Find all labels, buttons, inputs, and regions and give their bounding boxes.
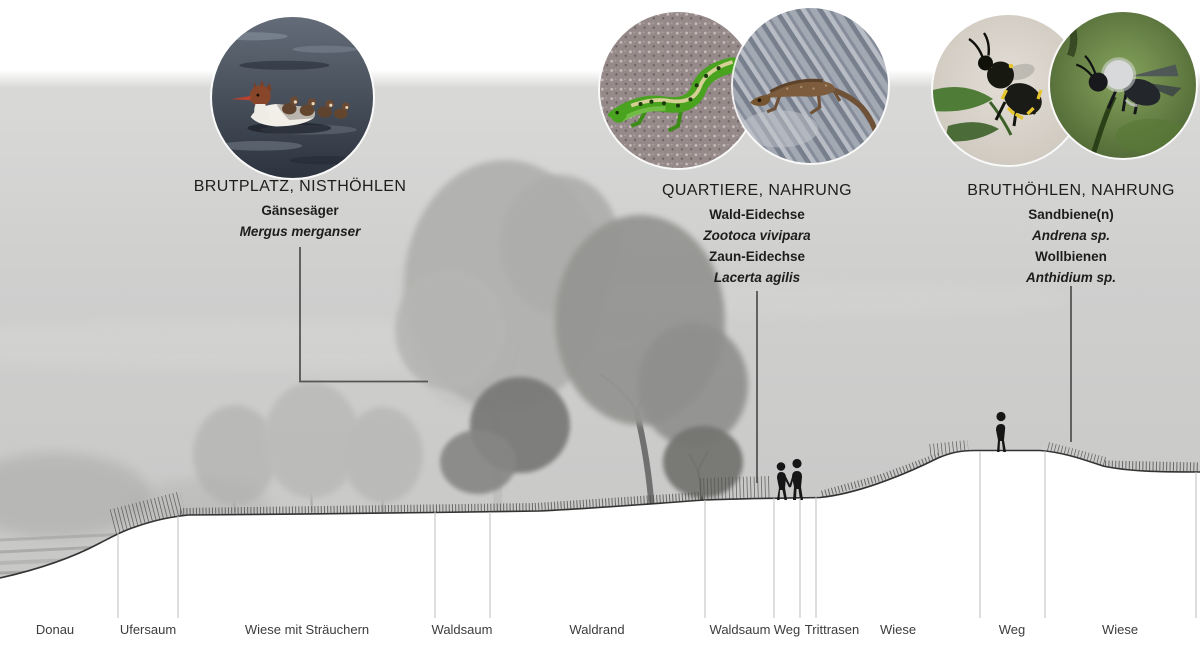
species-common-name: Gänsesäger [261,203,339,218]
callout-heading: BRUTPLATZ, NISTHÖHLEN [193,178,407,195]
zone-label: Waldsaum [709,622,771,637]
green-lizard-photo [600,12,756,168]
species-common-name: Wald-Eidechse [709,207,805,222]
zone-label: Weg [773,622,801,637]
standing-person-silhouette [996,411,1006,452]
leader-goosander [299,247,428,383]
species-latin-name: Lacerta agilis [713,270,801,285]
wool-bee-photo [933,15,1083,165]
callout-lizards: QUARTIERE, NAHRUNG Wald-Eidechse Zootoca… [597,182,917,288]
section-underground-white [0,450,1200,657]
tree-medium-grey [555,215,748,513]
zone-label: Wiese [1101,622,1139,637]
zone-label: Donau [35,622,75,637]
sand-bee-photo [1050,12,1196,158]
species-latin-name: Mergus merganser [239,224,361,239]
callout-heading: BRUTHÖHLEN, NAHRUNG [967,182,1175,199]
zone-label: Waldsaum [431,622,493,637]
zone-label: Weg [998,622,1026,637]
species-latin-name: Anthidium sp. [1026,270,1116,285]
walking-couple-silhouette [776,458,803,500]
zone-label: Waldrand [569,622,625,637]
zone-label: Trittrasen [804,622,860,637]
goosander-with-chicks-photo [212,17,373,178]
species-common-name: Zaun-Eidechse [708,249,806,264]
tree-large-light [395,160,620,515]
zone-tick-lines [117,451,1197,618]
species-latin-name: Zootoca vivipara [703,228,811,243]
callout-bees: BRUTHÖHLEN, NAHRUNG Sandbiene(n) Andrena… [911,182,1200,288]
species-common-name: Sandbiene(n) [1028,207,1114,222]
callout-heading: QUARTIERE, NAHRUNG [661,182,853,199]
brown-lizard-photo [733,8,888,163]
zone-label: Wiese [879,622,917,637]
callout-goosander: BRUTPLATZ, NISTHÖHLEN Gänsesäger Mergus … [140,178,460,242]
zone-label: Ufersaum [119,622,177,637]
foreground-shrubs [440,377,570,494]
species-common-name: Wollbienen [1035,249,1107,264]
zone-label: Wiese mit Sträuchern [244,622,370,637]
vegetation [109,160,1200,535]
meadow-shrubs [193,382,423,513]
grass-bands [109,440,1200,535]
leader-lines [299,247,1072,483]
species-latin-name: Andrena sp. [1031,228,1110,243]
terrain-profile-line [0,449,1200,579]
